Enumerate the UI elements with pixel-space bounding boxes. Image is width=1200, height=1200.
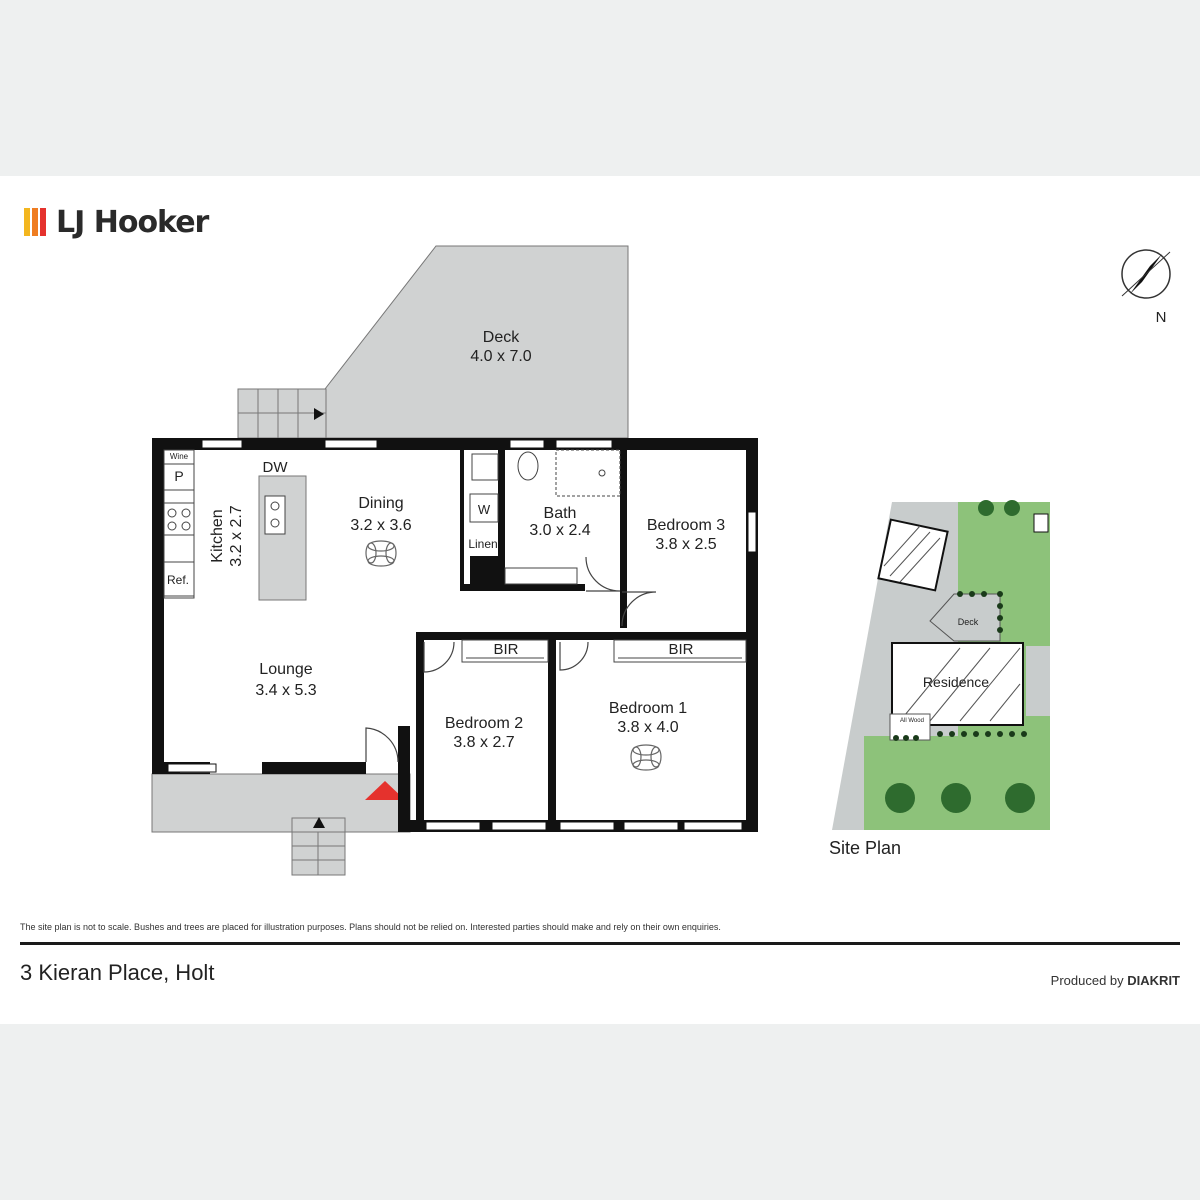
lj-hooker-logo: LJ Hooker [24, 204, 209, 240]
bath-fixtures [469, 449, 621, 585]
bedroom1-size: 3.8 x 4.0 [617, 719, 678, 736]
logo-bar-orange [32, 208, 38, 236]
site-plan-title: Site Plan [829, 838, 901, 858]
logo-wordmark: LJ Hooker [56, 204, 209, 240]
site-plan-woodshed-label: All Wood [900, 718, 924, 724]
dishwasher-label: DW [263, 459, 289, 476]
lounge-name: Lounge [259, 661, 312, 678]
kitchen-size: 3.2 x 2.7 [228, 505, 245, 566]
dining-name: Dining [358, 495, 403, 512]
windows [167, 439, 757, 831]
front-stairs [291, 817, 346, 876]
room-labels: Deck 4.0 x 7.0 Dining 3.2 x 3.6 Bath 3.0… [209, 329, 725, 751]
bedroom1-name: Bedroom 1 [609, 700, 687, 717]
floor-plan-drawing: Deck 4.0 x 7.0 Dining 3.2 x 3.6 Bath 3.0… [151, 245, 1171, 876]
linen-label: Linen [468, 537, 497, 551]
footer-divider [20, 942, 1180, 945]
site-plan-residence-label: Residence [923, 674, 989, 690]
lounge-size: 3.4 x 5.3 [255, 682, 316, 699]
ceiling-fans [365, 540, 662, 771]
bath-size: 3.0 x 2.4 [529, 522, 590, 539]
logo-bar-yellow [24, 208, 30, 236]
site-plan-deck-label: Deck [958, 617, 979, 627]
compass-north-label: N [1156, 309, 1167, 326]
logo-bar-red [40, 208, 46, 236]
bedroom2-name: Bedroom 2 [445, 715, 523, 732]
bedroom3-size: 3.8 x 2.5 [655, 536, 716, 553]
front-porch [151, 773, 411, 833]
doors [180, 556, 657, 773]
property-address: 3 Kieran Place, Holt [20, 960, 215, 985]
walls [152, 438, 758, 832]
kitchen-name: Kitchen [209, 509, 226, 562]
wardrobes [461, 639, 747, 663]
produced-by-label: Produced by [1050, 973, 1124, 988]
compass-icon: N [1121, 249, 1171, 326]
pantry-label: P [174, 468, 183, 484]
deck-area [324, 245, 629, 439]
washer-label: W [478, 502, 491, 517]
producer-name: DIAKRIT [1127, 973, 1180, 988]
entry-marker [365, 781, 405, 800]
kitchen-fixtures [163, 449, 307, 601]
bedroom3-name: Bedroom 3 [647, 517, 725, 534]
deck-name: Deck [483, 329, 520, 346]
dining-size: 3.2 x 3.6 [350, 517, 411, 534]
deck-size: 4.0 x 7.0 [470, 348, 531, 365]
producer-credit: Produced by DIAKRIT [1051, 973, 1180, 988]
fixture-labels: DW Wine P Ref. W Linen BIR BIR [167, 452, 694, 658]
back-stairs [237, 388, 327, 439]
fridge-label: Ref. [167, 573, 189, 587]
bath-name: Bath [544, 505, 577, 522]
disclaimer-text: The site plan is not to scale. Bushes an… [20, 922, 721, 932]
bir-bedroom1-label: BIR [668, 641, 693, 658]
wine-label: Wine [170, 452, 189, 461]
floor-plan-sheet: LJ Hooker [0, 176, 1200, 1024]
bedroom2-size: 3.8 x 2.7 [453, 734, 514, 751]
site-plan: Deck Residence All Wood Site Plan [829, 500, 1050, 858]
bir-bedroom2-label: BIR [493, 641, 518, 658]
